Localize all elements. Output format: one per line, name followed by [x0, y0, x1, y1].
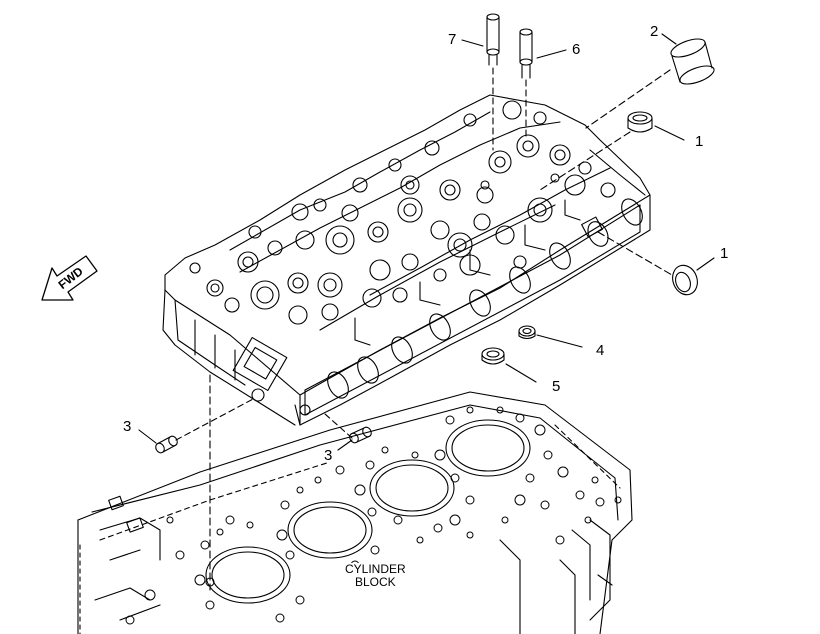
- part-3-pin-left: [155, 397, 256, 454]
- part-1-plug-upper: [539, 111, 653, 191]
- leader-1b: [696, 257, 715, 271]
- part-3-pin-right: [324, 413, 372, 444]
- part-7-sleeve: [486, 13, 500, 151]
- part-6-sleeve: [519, 28, 533, 141]
- block-holes: [125, 406, 622, 625]
- callout-6: 6: [572, 41, 581, 58]
- part-4-plug: [518, 325, 536, 340]
- callout-5: 5: [552, 378, 561, 395]
- part-1-plug-lower: [597, 231, 698, 296]
- cylinder-bore-2: [369, 459, 455, 517]
- callout-2: 2: [650, 23, 659, 40]
- callout-1-upper: 1: [695, 133, 704, 150]
- leader-5: [505, 363, 537, 383]
- cylinder-block-label: CYLINDER BLOCK: [343, 562, 408, 589]
- leader-4: [536, 334, 583, 348]
- head-top-ports: [189, 100, 616, 325]
- part-5-plug: [481, 347, 505, 365]
- cylinder-block: [77, 391, 633, 634]
- leader-6: [536, 49, 567, 59]
- cylinder-head: [162, 94, 651, 426]
- cylinder-bore-3: [287, 501, 373, 559]
- cylinder-bore-4: [205, 546, 291, 604]
- callout-4: 4: [596, 342, 605, 359]
- cylinder-block-label-line1: CYLINDER: [345, 562, 406, 576]
- callout-3-left: 3: [123, 418, 132, 435]
- leader-7: [461, 39, 484, 47]
- leader-3a: [138, 429, 157, 444]
- leader-1a: [654, 125, 685, 141]
- callout-7: 7: [448, 31, 457, 48]
- callout-3-right: 3: [324, 447, 333, 464]
- part-2-cap: [585, 38, 715, 129]
- leader-3b: [337, 439, 353, 451]
- cylinder-block-label-line2: BLOCK: [355, 574, 396, 589]
- callout-1-lower: 1: [720, 245, 729, 262]
- leader-2: [661, 33, 677, 45]
- cylinder-bore-1: [445, 419, 531, 477]
- fwd-arrow-icon: [41, 255, 98, 301]
